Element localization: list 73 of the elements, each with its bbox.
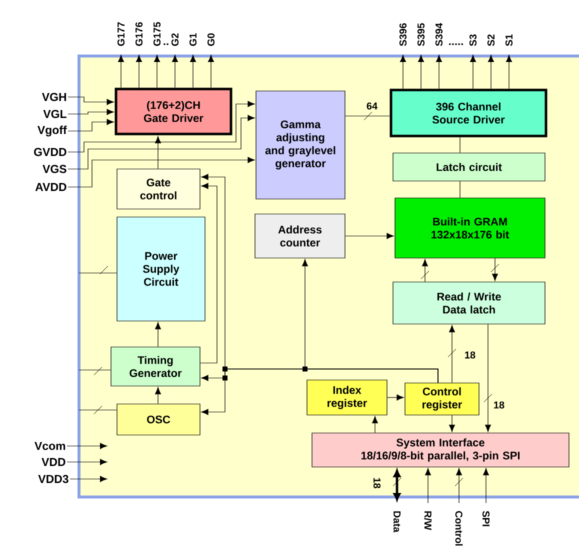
pin-label: G0	[207, 33, 215, 46]
connector	[66, 442, 108, 449]
connector	[154, 54, 160, 88]
connector	[425, 468, 431, 504]
pin-label: Data	[394, 511, 400, 532]
connector	[190, 54, 196, 88]
connector	[68, 115, 255, 170]
pin-label: R/W	[424, 511, 432, 530]
connector	[470, 54, 476, 90]
pin-label: S394	[435, 23, 443, 46]
function-block: Gate control	[116, 168, 200, 210]
connector	[155, 136, 162, 169]
function-block: Timing Generator	[110, 346, 200, 386]
pin-label: S3	[469, 34, 477, 46]
connector	[68, 109, 114, 115]
connector	[302, 259, 438, 383]
ellipsis-label: ..	[164, 43, 168, 45]
connector	[372, 416, 378, 433]
connector	[136, 54, 142, 88]
connector	[400, 54, 406, 90]
function-block: OSC	[116, 404, 200, 436]
connector	[155, 322, 162, 347]
connector	[345, 233, 394, 239]
pin-label: G177	[117, 22, 125, 46]
function-block: Read / Write Data latch	[392, 282, 546, 324]
pin-label: Vgoff	[38, 126, 67, 136]
connector	[68, 96, 114, 105]
pin-label: Vcom	[34, 442, 66, 450]
connector	[483, 468, 489, 504]
connector	[66, 458, 108, 465]
connector	[118, 54, 124, 88]
pin-label: Control	[455, 511, 463, 546]
connector	[387, 394, 404, 400]
pin-label: VGH	[42, 92, 66, 102]
connector	[155, 387, 162, 404]
pin-label: S1	[505, 34, 513, 46]
function-block: Gamma adjusting and graylevel generator	[256, 90, 346, 200]
connector	[488, 54, 494, 90]
pin-label: G175	[153, 22, 161, 46]
pin-label: AVDD	[35, 183, 66, 191]
function-block: Index register	[306, 380, 388, 416]
connector	[68, 119, 114, 132]
pin-label: GVDD	[34, 148, 66, 156]
pin-label: G176	[135, 22, 143, 46]
function-block: (176+2)CH Gate Driver	[114, 88, 232, 136]
function-block: Control register	[404, 382, 480, 416]
pin-label: G2	[171, 33, 179, 46]
connector	[70, 476, 108, 482]
pin-label: SPI	[482, 510, 490, 526]
pin-label: S2	[487, 34, 495, 46]
pin-label: S395	[417, 23, 425, 46]
function-block: 396 Channel Source Driver	[390, 88, 548, 138]
connector	[172, 54, 178, 88]
connector	[68, 101, 255, 152]
pin-label: VDD	[42, 458, 66, 466]
connector	[68, 157, 255, 188]
connector	[200, 182, 218, 364]
pin-label: VGL	[43, 110, 66, 118]
pin-label: G1	[189, 33, 197, 46]
function-block: Built-in GRAM 132x18x176 bit	[394, 198, 546, 258]
pin-label: VGS	[42, 164, 66, 174]
function-block: Power Supply Circuit	[116, 216, 206, 322]
function-block: System Interface 18/16/9/8-bit parallel, 3-pin SPI	[312, 432, 570, 468]
connector	[418, 54, 424, 90]
connector	[208, 54, 214, 88]
connector	[506, 54, 512, 90]
pin-label: S396	[399, 23, 407, 46]
ellipsis-label: .....	[449, 43, 463, 45]
function-block: Latch circuit	[392, 152, 546, 182]
function-block: Address counter	[254, 214, 346, 258]
connector	[436, 54, 442, 90]
pin-label: VDD3	[38, 474, 68, 484]
connector	[449, 415, 455, 432]
